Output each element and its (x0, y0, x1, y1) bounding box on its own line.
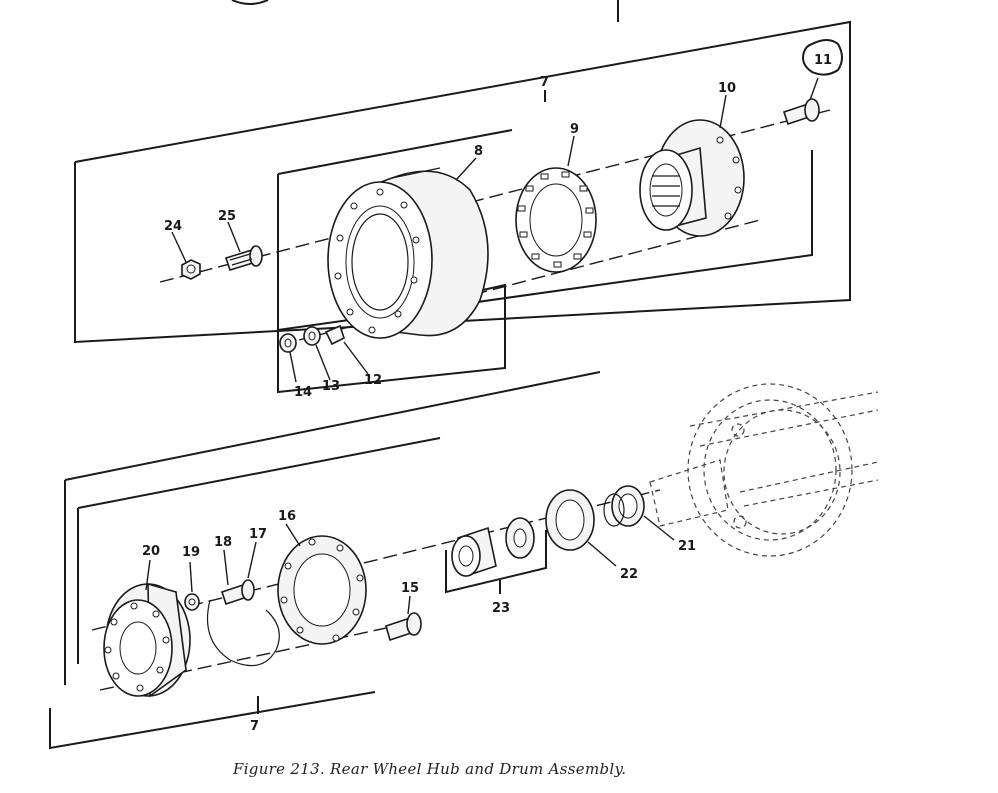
lower-group-frame (49, 371, 601, 750)
callout-16: 16 (278, 509, 296, 524)
callout-11-circle (802, 39, 843, 76)
part-10-hub (639, 119, 745, 237)
callout-labels: 7 8 9 10 11 12 13 14 15 16 17 18 19 20 2… (142, 53, 832, 734)
lower-leader-lines (145, 515, 675, 615)
callout-24: 24 (164, 219, 182, 234)
bearing-rollers (517, 171, 594, 268)
part-25-stud (224, 245, 263, 271)
callout-8: 8 (474, 144, 483, 159)
part-23-bearing-set (451, 517, 535, 578)
callout-12: 12 (364, 373, 382, 388)
part-15-bolt (385, 612, 422, 642)
callout-11: 11 (814, 53, 832, 68)
part-21-bearing-cone (603, 485, 645, 527)
callout-7-top: 7 (540, 75, 549, 90)
part-17-stud (220, 579, 255, 606)
callout-20: 20 (142, 544, 160, 559)
part-12-clip (324, 324, 345, 346)
callout-10: 10 (718, 81, 736, 96)
callout-7-bottom: 7 (250, 719, 259, 734)
upper-leader-lines (171, 77, 819, 383)
part-20-flange (103, 582, 191, 698)
callout-15: 15 (401, 581, 419, 596)
part-24-nut (181, 259, 201, 280)
callout-23: 23 (492, 601, 510, 616)
callout-14: 14 (294, 385, 312, 400)
callout-18: 18 (214, 535, 232, 550)
callout-19: 19 (182, 545, 200, 560)
figure-caption: Figure 213. Rear Wheel Hub and Drum Asse… (233, 760, 627, 778)
callout-25: 25 (218, 209, 236, 224)
callout-22: 22 (620, 567, 638, 582)
part-9-bearing (515, 167, 597, 273)
part-18-gasket (206, 599, 280, 667)
callout-13: 13 (322, 379, 340, 394)
callout-9: 9 (570, 122, 579, 137)
previous-figure-edge (231, 0, 619, 22)
part-11-stud (782, 98, 820, 126)
part-14-nut (279, 333, 297, 353)
part-16-plate (277, 535, 367, 645)
callout-17: 17 (249, 527, 267, 542)
callout-21: 21 (678, 539, 696, 554)
part-22-bearing-cup (545, 489, 595, 551)
axle-housing-phantom (649, 383, 879, 557)
drum-bolt-holes (334, 188, 420, 334)
part-13-washer (303, 326, 321, 346)
part-19-washer (184, 593, 200, 611)
part-8-brake-drum (327, 167, 489, 339)
